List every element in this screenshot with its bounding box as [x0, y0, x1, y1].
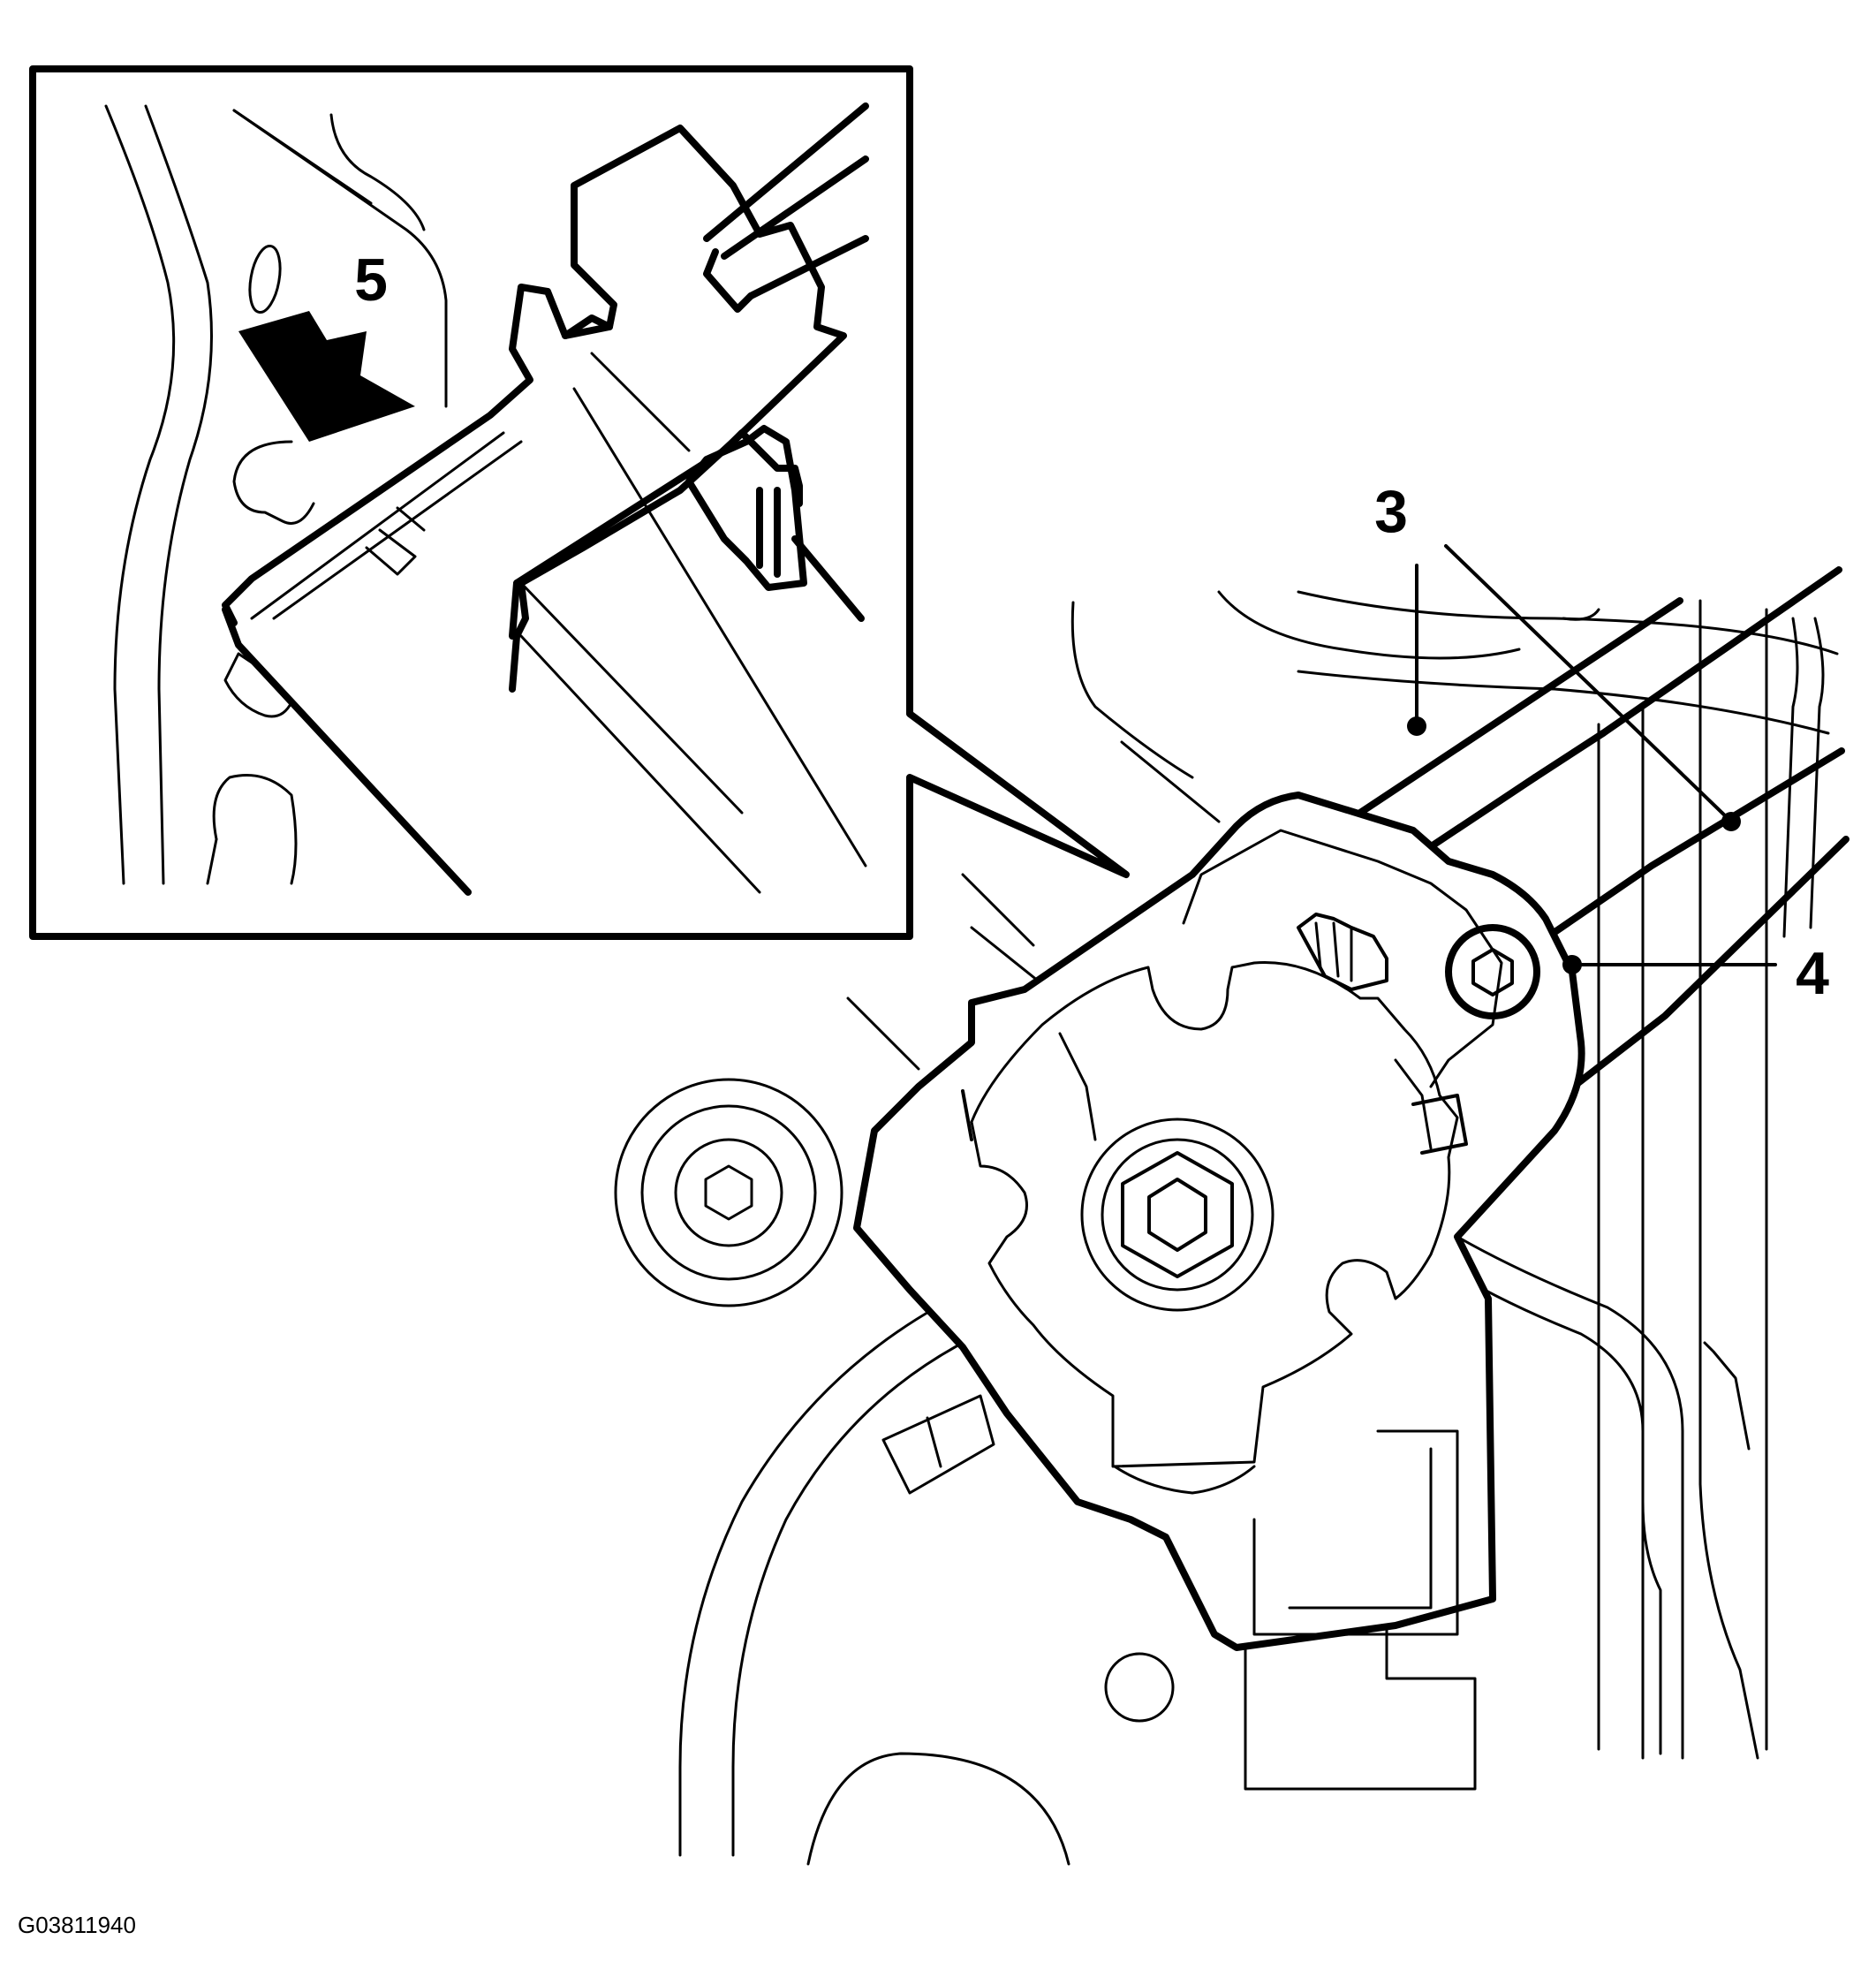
callout-4-dot — [1562, 955, 1582, 974]
callout-3-dot-b — [1721, 812, 1741, 831]
arrow-down-left-icon — [238, 311, 415, 442]
callout-3-dot-a — [1407, 716, 1426, 736]
callout-4: 4 — [1562, 940, 1829, 1007]
background-structure — [678, 590, 1839, 1866]
guide-roller — [614, 1078, 843, 1307]
figure-id: G03811940 — [18, 1912, 136, 1938]
callout-3: 3 — [1374, 478, 1741, 831]
callout-5-label: 5 — [354, 246, 388, 314]
plug — [881, 1394, 995, 1495]
callout-3-label: 3 — [1374, 478, 1408, 545]
detail-inset: 5 — [29, 65, 1130, 940]
callout-4-label: 4 — [1796, 940, 1829, 1007]
window-motor — [853, 792, 1585, 1651]
